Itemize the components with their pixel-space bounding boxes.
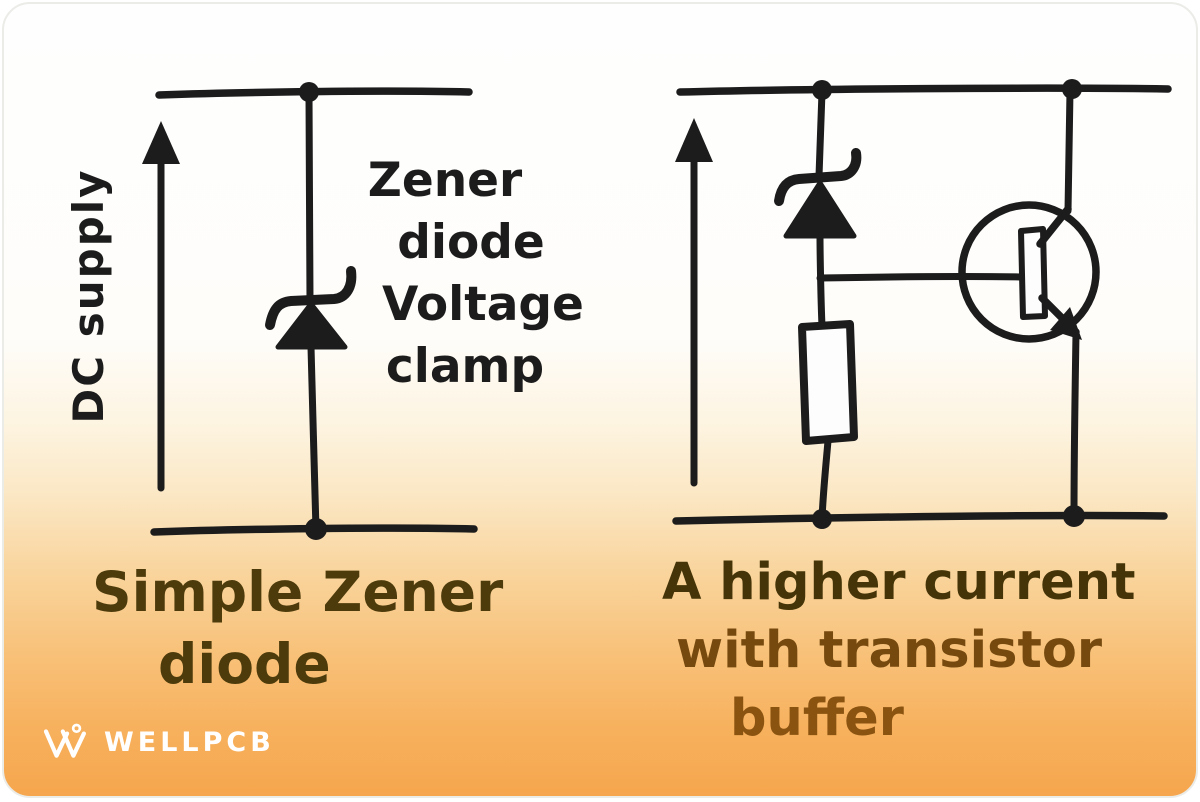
right-circuit-drawing — [672, 79, 1172, 529]
right-caption-line: with transistor — [676, 621, 1103, 680]
zener-cathode-bar — [265, 266, 357, 330]
zener-clamp-label-line: Zener — [367, 153, 523, 208]
left-circuit-caption: Simple Zener diode — [92, 556, 503, 700]
dc-supply-label: DC supply — [64, 168, 113, 424]
npn-transistor-symbol — [958, 87, 1100, 521]
zener-anode-triangle — [783, 180, 857, 239]
left-caption-line: Simple Zener — [92, 560, 504, 624]
zener-clamp-label-line: Voltage — [382, 277, 584, 332]
collector-lead — [1036, 205, 1072, 248]
zener-cathode-bar — [774, 148, 862, 206]
left-circuit-drawing — [142, 82, 478, 540]
wire — [307, 343, 320, 534]
base-wire — [816, 273, 1029, 282]
transistor-base-bar — [1018, 226, 1048, 320]
up-arrow-icon — [675, 118, 713, 487]
emitter-wire — [1070, 330, 1080, 521]
resistor-symbol — [798, 320, 858, 445]
arrow-head — [675, 118, 713, 162]
right-caption-line: buffer — [730, 689, 904, 748]
right-caption-line: A higher current — [662, 553, 1136, 612]
zener-clamp-label-line: clamp — [385, 339, 545, 394]
wellpcb-logo-text: WELLPCB — [104, 726, 275, 758]
arrow-head — [142, 121, 180, 164]
wellpcb-w-icon — [43, 723, 86, 758]
top-rail-wire — [676, 84, 1172, 96]
zener-clamp-label-line: diode — [397, 215, 545, 270]
zener-clamp-label: Zener diode Voltage clamp — [334, 150, 624, 398]
circuit-drawing — [142, 79, 1172, 540]
wire — [818, 437, 832, 523]
right-circuit-caption: A higher current with transistor buffer — [662, 549, 1135, 753]
transistor-body — [958, 201, 1100, 343]
bottom-rail-wire — [672, 511, 1168, 525]
collector-wire — [1064, 87, 1074, 215]
wire — [305, 90, 314, 304]
up-arrow-icon — [142, 121, 180, 492]
wire — [815, 88, 826, 180]
left-caption-line: diode — [158, 632, 331, 696]
junction-dot — [305, 518, 327, 540]
wellpcb-logo: WELLPCB — [40, 722, 275, 762]
junction-dot — [812, 509, 832, 529]
